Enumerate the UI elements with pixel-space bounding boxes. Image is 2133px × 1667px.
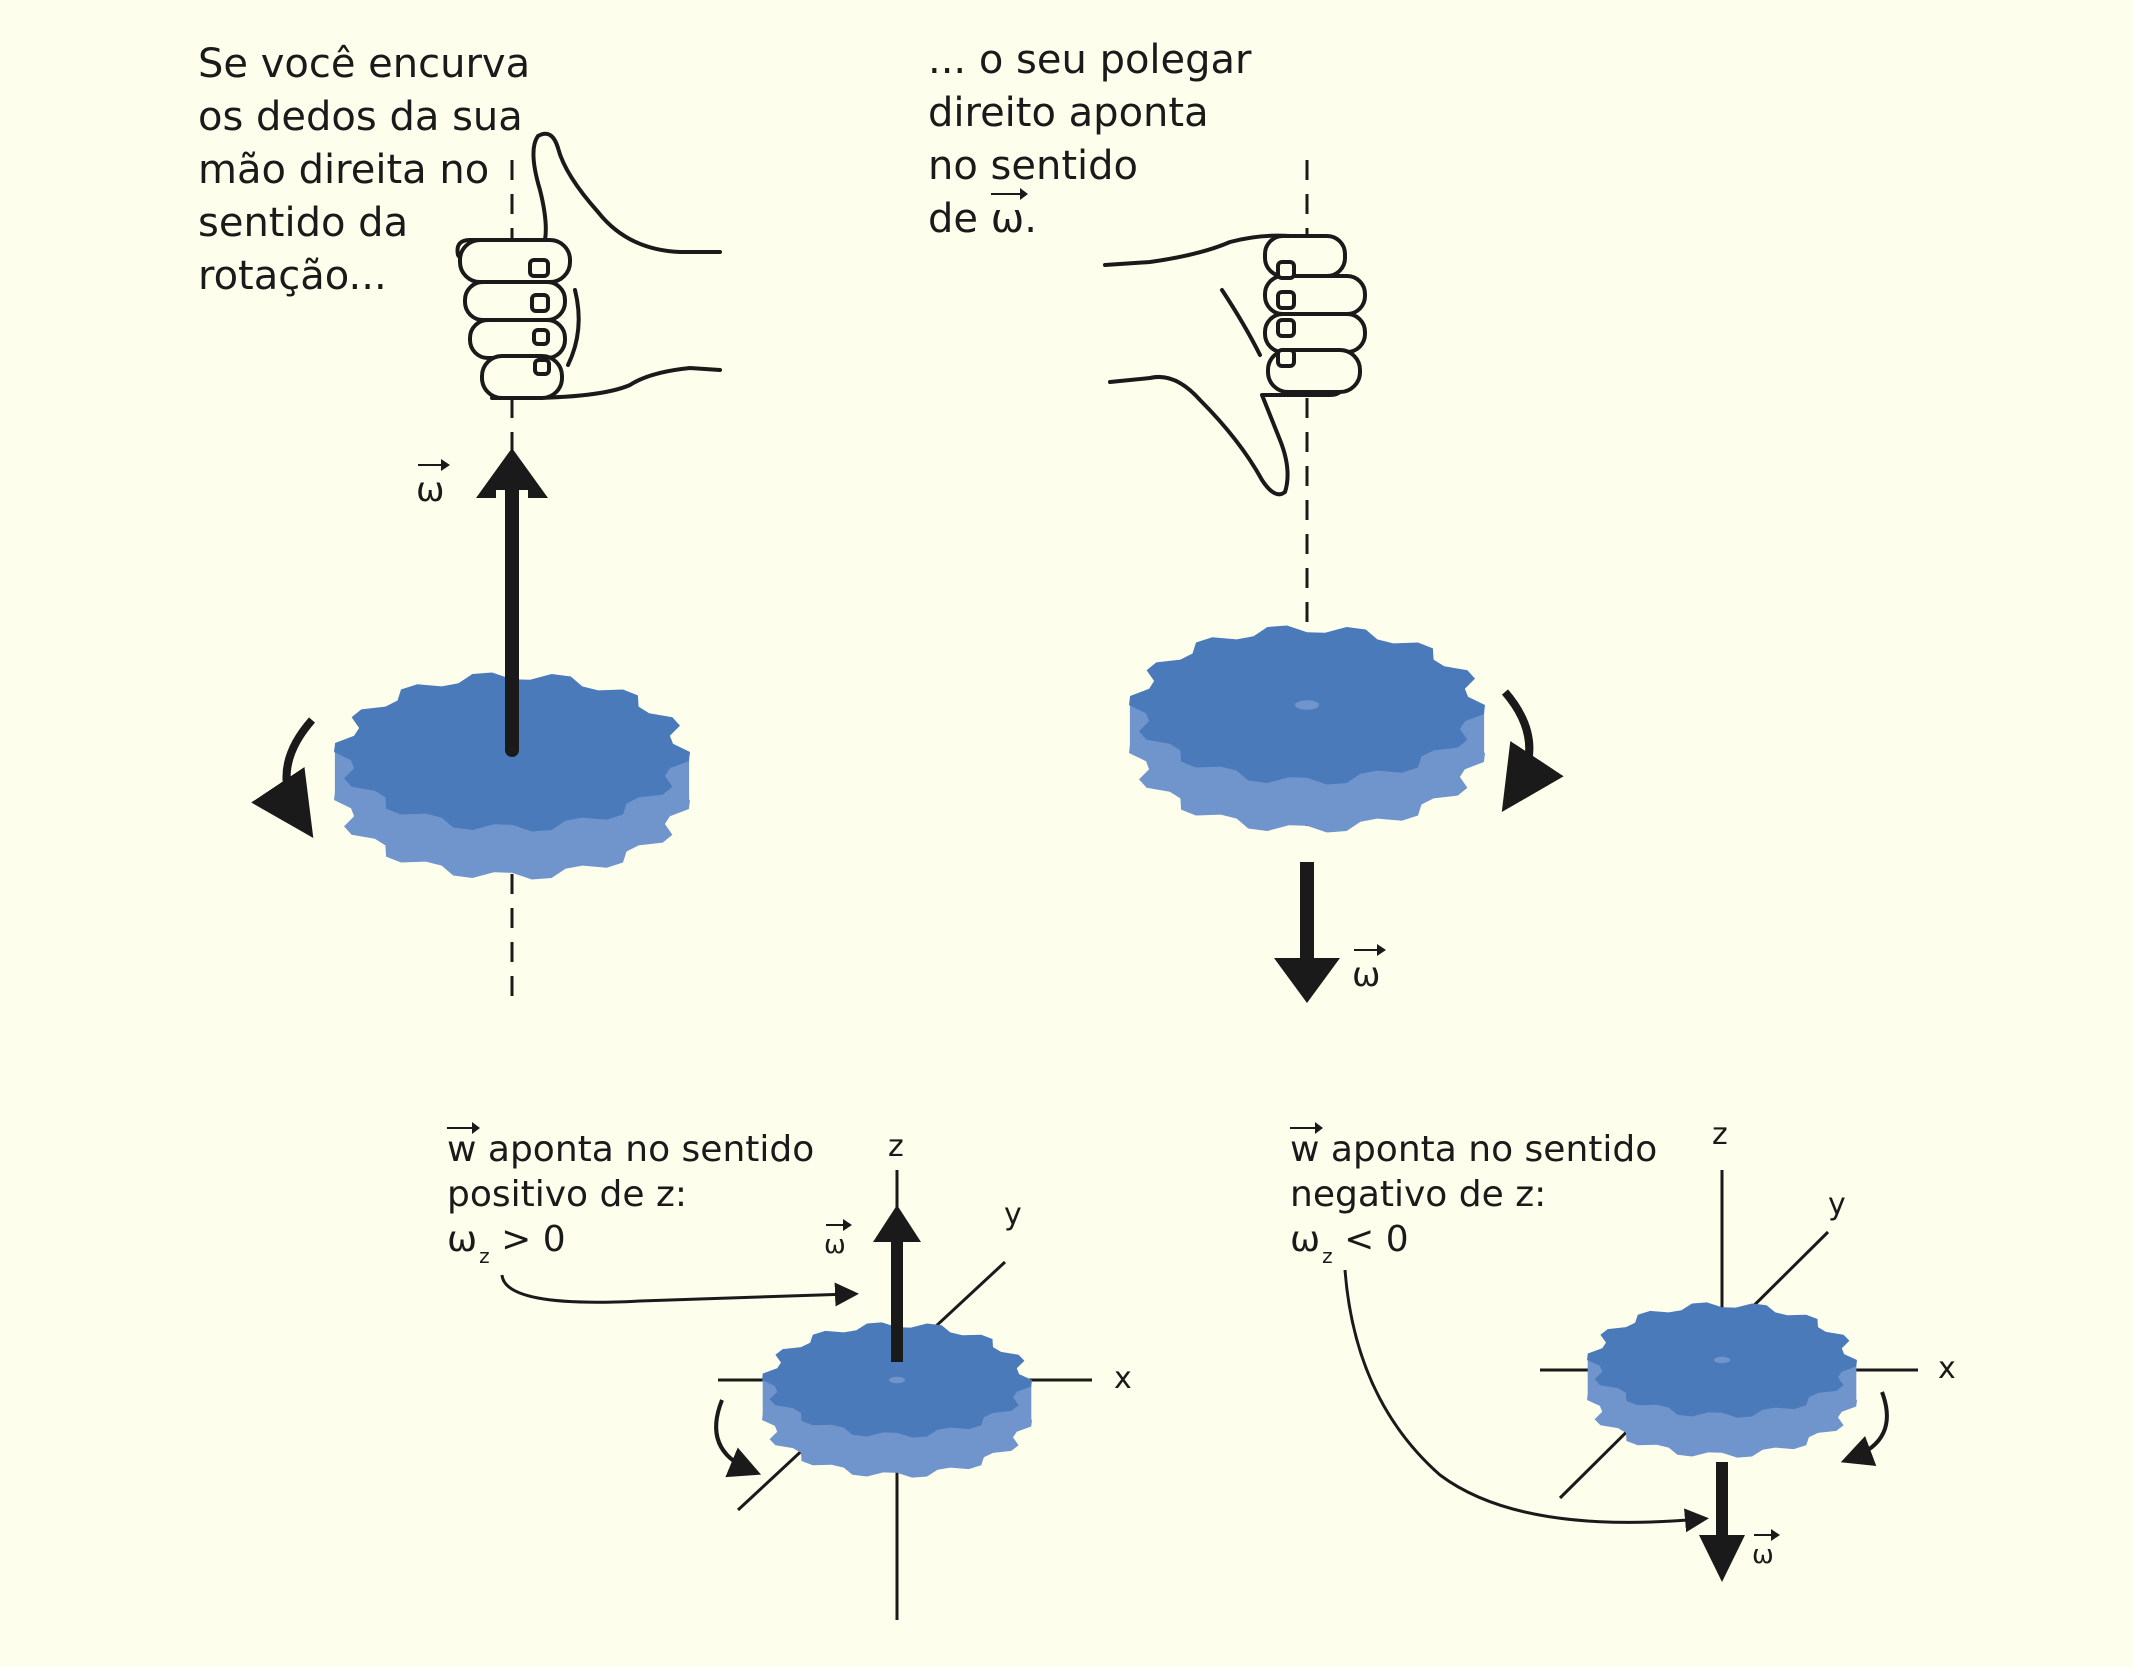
omega-label-top-right: ω: [1352, 944, 1388, 995]
bottom-right-figure: [1343, 1170, 1918, 1582]
caption-line: w aponta no sentido: [1290, 1122, 1658, 1172]
caption-line: no sentido: [928, 143, 1138, 189]
w-vector-symbol: w: [447, 1122, 481, 1170]
subscript-z: z: [1322, 1244, 1333, 1268]
omega-label: ω: [416, 459, 452, 510]
omega-label-bottom-right: ω: [1752, 1529, 1780, 1570]
gear-disk: [762, 1322, 1032, 1478]
gear-hole: [1714, 1356, 1730, 1364]
x-axis-label: x: [1938, 1351, 1956, 1386]
omega-vector-symbol: ω: [990, 188, 1028, 246]
omega-label: ω: [1352, 944, 1388, 995]
caption-line: os dedos da sua: [198, 94, 523, 140]
omega-symbol: ω: [447, 1219, 478, 1260]
caption-top-right: ... o seu polegar direito aponta no sent…: [928, 34, 1252, 246]
x-axis-label: x: [1114, 1361, 1132, 1396]
caption-line: negativo de z:: [1290, 1174, 1547, 1215]
caption-line: ... o seu polegar: [928, 37, 1252, 83]
caption-line: rotação...: [198, 253, 387, 299]
caption-text: aponta no sentido: [476, 1129, 815, 1170]
gear-hole: [889, 1376, 905, 1384]
omega-arrowhead-icon: [1699, 1535, 1745, 1582]
rotation-arrow-icon: [1840, 1391, 1889, 1466]
omega-label: ω: [824, 1219, 852, 1260]
y-axis-label: y: [1828, 1187, 1846, 1222]
omega-arrowhead-icon: [1274, 958, 1340, 1003]
right-hand-thumb-down-icon: [1103, 233, 1367, 497]
caption-line: w aponta no sentido: [447, 1122, 815, 1172]
w-vector-symbol: w: [1290, 1122, 1324, 1170]
caption-line: Se você encurva: [198, 41, 531, 87]
subscript-z: z: [479, 1244, 490, 1268]
pointer-arrow-icon: [1343, 1269, 1709, 1533]
rotation-arrow-icon: [714, 1399, 762, 1478]
caption-line: positivo de z:: [447, 1174, 687, 1215]
caption-text: de: [928, 196, 991, 242]
omega-label-bottom-left: ω: [824, 1219, 852, 1260]
z-axis-label: z: [1712, 1117, 1728, 1152]
omega-label-top-left: ω: [416, 459, 452, 510]
gear-hole: [1295, 700, 1319, 710]
omega-arrowhead-icon: [873, 1205, 921, 1242]
top-right-figure: [1103, 160, 1564, 1003]
gear-disk: [1587, 1302, 1857, 1458]
rotation-arrow-icon: [1501, 689, 1564, 813]
rotation-arrow-icon: [251, 717, 316, 838]
caption-line: mão direita no: [198, 147, 490, 193]
caption-top-left: Se você encurva os dedos da sua mão dire…: [198, 38, 530, 303]
gear-disk: [334, 672, 690, 880]
caption-line: de ω.: [928, 188, 1252, 246]
omega-arrowhead-icon: [476, 448, 548, 498]
top-left-figure: [251, 131, 722, 1000]
gear-disk: [1129, 625, 1485, 833]
omega-label: ω: [1752, 1529, 1780, 1570]
caption-text: < 0: [1332, 1219, 1409, 1260]
right-hand-thumb-up-icon: [455, 131, 722, 400]
omega-symbol: ω: [1290, 1219, 1321, 1260]
caption-line: direito aponta: [928, 90, 1209, 136]
caption-text: > 0: [489, 1219, 566, 1260]
pointer-arrow-icon: [500, 1274, 859, 1307]
z-axis-label: z: [888, 1129, 904, 1164]
caption-line: sentido da: [198, 200, 409, 246]
bottom-left-figure: [500, 1170, 1092, 1620]
y-axis-label: y: [1004, 1197, 1022, 1232]
caption-text: .: [1024, 196, 1037, 242]
caption-text: aponta no sentido: [1319, 1129, 1658, 1170]
